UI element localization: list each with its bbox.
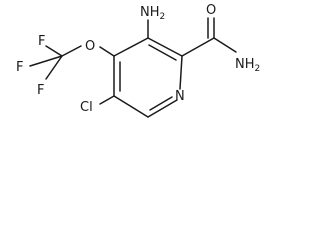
pyridine-ring (113, 37, 183, 118)
double-bond-c6-n1 (149, 96, 173, 111)
fluorine-mid-label: F (16, 60, 23, 75)
bond-c5-cl (99, 95, 115, 105)
bond-c2-carbonyl-c (181, 37, 215, 57)
bond-c5-c6 (113, 95, 149, 118)
chlorine-label: Cl (80, 100, 93, 115)
atom-labels: NH2 O NH2 N Cl O F F F (16, 3, 260, 115)
carbonyl-oxygen-label: O (206, 3, 216, 18)
bond-c6-n1 (147, 99, 178, 118)
bond-n1-c2 (179, 55, 183, 90)
fluorine-bot-label: F (37, 83, 44, 98)
substituent-bonds (29, 17, 237, 105)
bond-cf3-f-bot (45, 55, 63, 80)
bond-ether-o-cf3 (61, 45, 82, 57)
bond-c2-c3 (147, 37, 183, 57)
ring-nitrogen-label: N (175, 89, 185, 104)
double-bond-c2-c3 (148, 44, 177, 61)
bond-cf3-f-mid (29, 55, 63, 67)
ether-oxygen-label: O (85, 39, 95, 54)
bond-cf3-f-top (45, 45, 63, 57)
amino-label: NH2 (140, 5, 165, 22)
fluorine-top-label: F (38, 34, 45, 49)
bond-c4-ether-o (99, 46, 115, 57)
amide-nitrogen-label: NH2 (235, 57, 260, 74)
bond-c3-c4 (113, 37, 149, 57)
chemical-structure-diagram: NH2 O NH2 N Cl O F F F (16, 3, 260, 118)
bond-carbonyl-amide-n (213, 37, 237, 53)
